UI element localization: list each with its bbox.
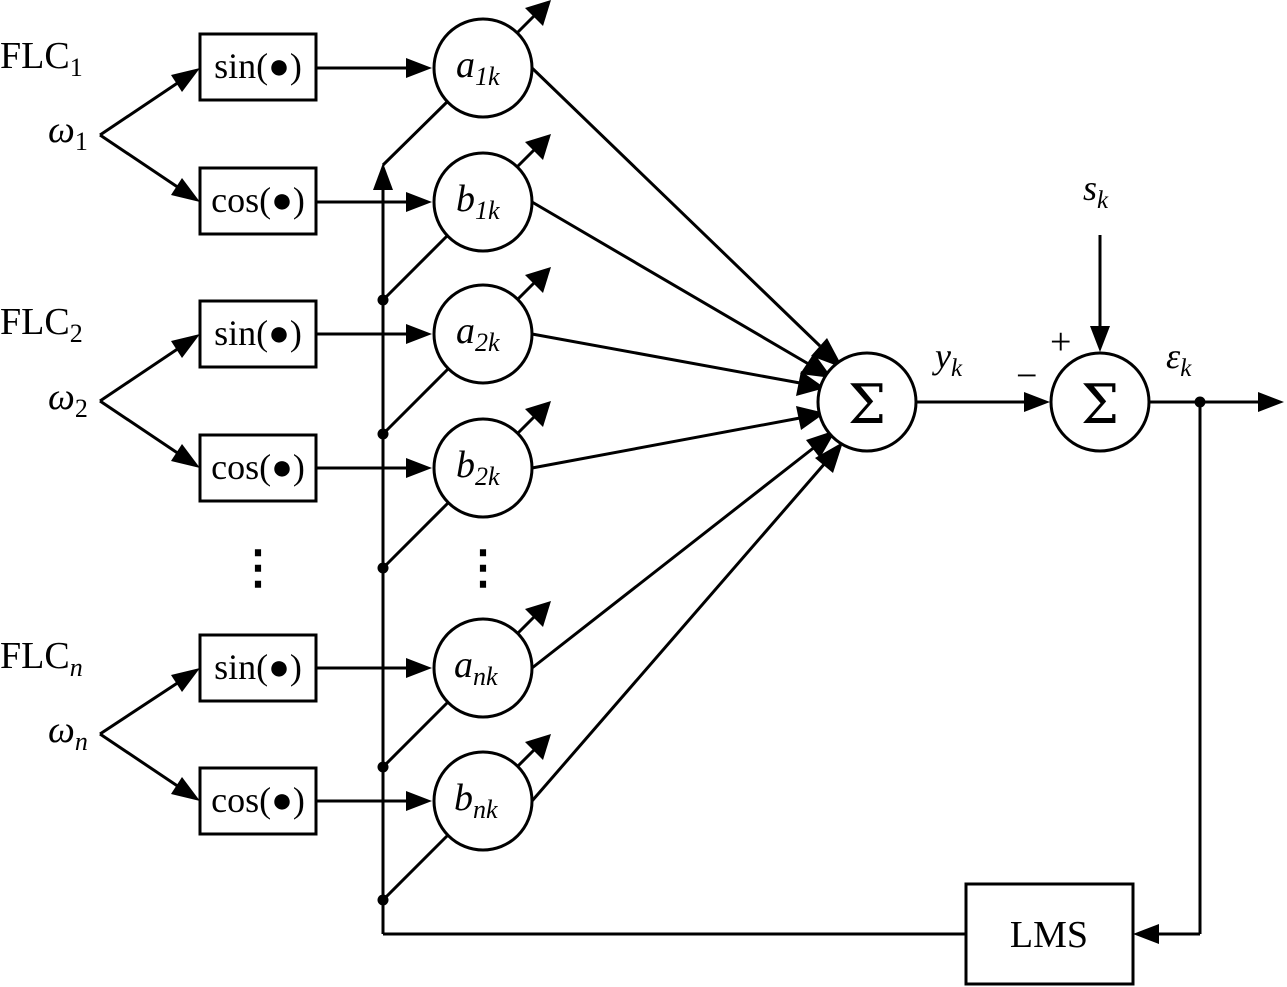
cos-block-2: [198, 433, 318, 503]
arrowhead: [171, 178, 200, 202]
arrowhead: [406, 324, 432, 344]
arrowhead: [796, 371, 825, 396]
flc-label-n: FLCn: [0, 635, 83, 682]
arrowhead: [525, 267, 551, 293]
adapt-arrow-a2: [514, 280, 537, 303]
minus-sign: −: [1016, 355, 1037, 397]
arrowhead: [815, 442, 843, 473]
adapt-arrow-bn: [514, 747, 537, 770]
arrowhead: [1133, 924, 1159, 944]
sum-symbol-2: Σ: [1081, 373, 1119, 436]
arrowhead: [525, 401, 551, 427]
update-line-b1: [381, 233, 450, 302]
arrowhead: [525, 601, 551, 627]
update-line-a1: [381, 99, 450, 167]
weight-label-an: ank: [454, 644, 498, 691]
arrowhead: [525, 0, 551, 26]
split-line-cos-n: [99, 732, 183, 791]
weight-label-a2: a2k: [456, 310, 500, 357]
plus-sign: +: [1050, 321, 1071, 363]
update-line-an: [381, 700, 450, 769]
epsilon-label: εk: [1166, 336, 1192, 382]
arrowhead: [406, 791, 432, 811]
edge-bn-sum: [530, 461, 828, 802]
arrowhead: [373, 163, 393, 190]
split-line-sin-2: [99, 344, 183, 403]
arrowhead: [1090, 326, 1110, 352]
arrowhead: [171, 334, 200, 358]
sin-block-2: [198, 299, 318, 369]
flc-group-2: FLC2 ω2 sin(●) cos(●) a2k b2k: [0, 267, 551, 574]
edge-a2-sum: [531, 332, 801, 385]
weight-label-bn: bnk: [454, 777, 498, 824]
ellipsis-blocks: ⋮: [235, 540, 281, 594]
adapt-arrow-b2: [514, 414, 537, 437]
ellipsis-weights: ⋮: [460, 540, 506, 594]
sin-block-label-1: sin(●): [214, 46, 302, 86]
arrowhead: [406, 658, 432, 678]
weight-label-a1: a1k: [456, 44, 500, 91]
weights-to-summer: [530, 66, 843, 802]
arrowhead: [806, 430, 836, 458]
cos-block-label-2: cos(●): [211, 447, 305, 487]
arrowhead: [171, 777, 200, 801]
edge-an-sum: [531, 444, 817, 670]
arrowhead: [171, 68, 200, 92]
adapt-arrow-a1: [514, 13, 537, 36]
split-line-cos-1: [99, 133, 183, 192]
sin-block-1: [198, 32, 318, 102]
sin-block-label-2: sin(●): [214, 313, 302, 353]
adapt-arrow-b1: [514, 147, 537, 170]
flc-group-n: FLCn ωn sin(●) cos(●) ank bnk: [0, 601, 551, 906]
update-line-b2: [381, 501, 450, 570]
omega-label-1: ω1: [48, 109, 88, 156]
edge-a1-sum: [530, 66, 822, 348]
update-line-bn: [381, 833, 450, 902]
lms-label: LMS: [1010, 914, 1088, 956]
flc-group-1: FLC1 ω1 sin(●) cos(●) a1k b1k: [0, 0, 551, 306]
lms-block: [964, 882, 1135, 986]
weight-update-bus: [373, 163, 966, 936]
split-line-cos-2: [99, 399, 183, 458]
y-label: yk: [932, 336, 963, 382]
split-line-sin-n: [99, 678, 183, 736]
arrowhead: [406, 192, 432, 212]
omega-label-2: ω2: [48, 376, 88, 423]
omega-label-n: ωn: [48, 709, 88, 756]
arrowhead: [525, 734, 551, 760]
cos-block-label-n: cos(●): [211, 780, 305, 820]
arrowhead: [171, 668, 200, 692]
s-label: sk: [1083, 168, 1109, 214]
edge-b2-sum: [531, 416, 801, 470]
split-line-sin-1: [99, 78, 183, 137]
sin-block-label-n: sin(●): [214, 647, 302, 687]
weight-label-b1: b1k: [456, 178, 500, 225]
arrowhead: [525, 134, 551, 160]
flc-label-1: FLC1: [0, 35, 83, 82]
cos-block-label-1: cos(●): [211, 180, 305, 220]
edge-b1-sum: [531, 200, 813, 368]
sin-block-n: [198, 633, 318, 703]
update-line-a2: [381, 367, 450, 436]
arrowhead: [1258, 392, 1284, 412]
arrowhead: [811, 338, 843, 368]
weight-label-b2: b2k: [456, 444, 500, 491]
arrowhead: [800, 353, 832, 378]
adapt-arrow-an: [514, 614, 537, 637]
flc-label-2: FLC2: [0, 301, 83, 348]
arrowhead: [171, 444, 200, 468]
arrowhead: [406, 458, 432, 478]
arrowhead: [1024, 392, 1050, 412]
sum-symbol-1: Σ: [848, 373, 886, 436]
cos-block-1: [198, 166, 318, 236]
arrowhead: [406, 58, 432, 78]
